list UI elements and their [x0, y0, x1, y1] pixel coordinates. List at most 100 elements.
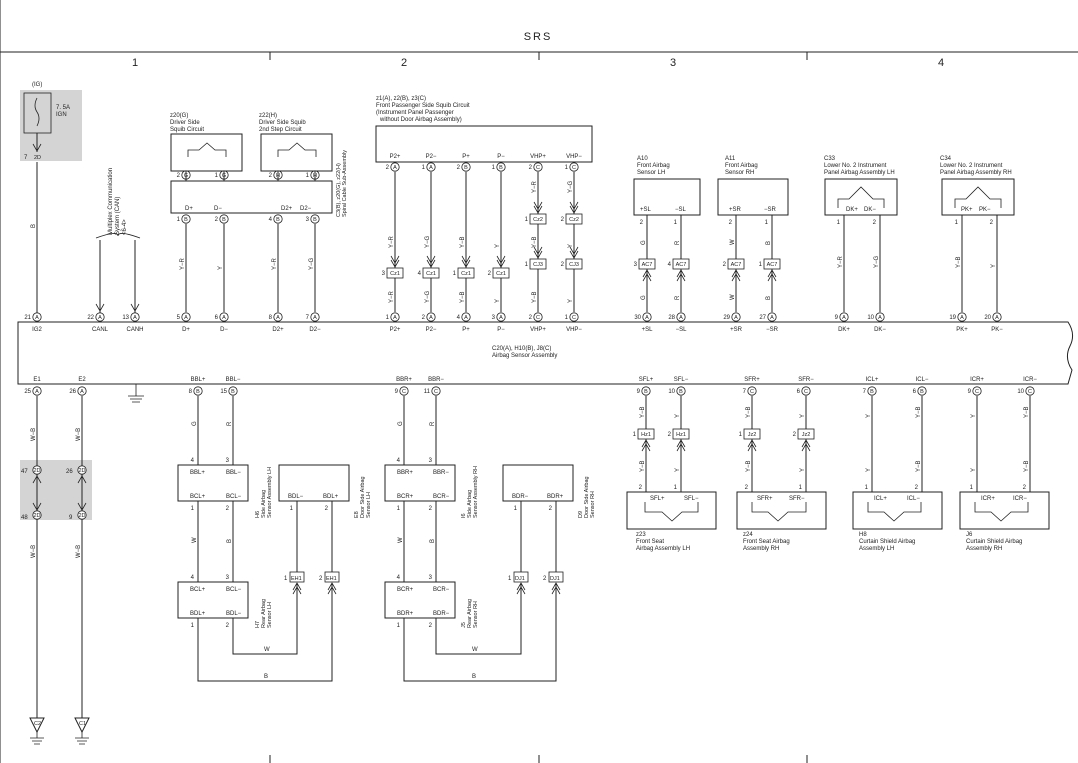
driver-squib-id: z20(G): [170, 113, 188, 119]
j5-pin-0: 4: [397, 575, 401, 581]
ecu-top-pin-13-letter: A: [645, 315, 649, 321]
ecu-top-pin-5-num: 8: [269, 315, 273, 321]
ecu-top-label-8: P2−: [426, 327, 437, 333]
ds-bot-pin-0-circle: [181, 214, 191, 224]
ecu-top-label-7: P2+: [390, 327, 401, 333]
ecu-bot-pin-8-circle: [747, 386, 757, 396]
spiral-in-d2-minus: D2−: [300, 206, 312, 212]
i6-name-2: Side Airbag: [467, 490, 473, 518]
column-label-4: 4: [938, 57, 944, 69]
j5-pin-1: 3: [429, 575, 433, 581]
mpx-brace: [95, 233, 141, 239]
ecu-top-pin-16-letter: A: [770, 315, 774, 321]
seat-rh-wire-0: Y−B: [746, 406, 752, 418]
driver-side-squib-2nd: z22(H) Driver Side Squib 2nd Step Circui…: [259, 113, 333, 172]
i6-pin-0: 4: [397, 458, 401, 464]
passenger-id: z1(A), z2(B), z3(C): [376, 96, 426, 102]
lower-lh-title-2: Panel Airbag Assembly LH: [824, 170, 895, 176]
ecu-top-pin-2-letter: A: [133, 315, 137, 321]
ds2-top-pin-1-num: 1: [306, 173, 310, 179]
j5-name-2: Rear Airbag: [467, 599, 473, 628]
seat-rh-id: z24: [743, 532, 753, 538]
sensor-lh-j-1-num: 4: [668, 262, 672, 268]
j5-bot-label-1: BDR+: [397, 611, 414, 617]
ecu-top-label-15: +SR: [730, 327, 743, 333]
h6-name-2: Side Airbag: [261, 490, 267, 518]
sensor-lh-j-0-num: 3: [634, 262, 638, 268]
lower-rh-wire-0: Y−B: [956, 256, 962, 268]
ecu-top-pin-13-circle: [642, 312, 652, 322]
lower-rh-pin-label-1: PK+: [961, 207, 973, 213]
sensor-rh-j-0-box: [727, 258, 745, 270]
sensor-rh-id: A11: [725, 156, 736, 162]
power-pin: 7: [24, 155, 28, 161]
seat-lh-j-0-num: 1: [633, 432, 637, 438]
ecu-bot-pin-5-letter: C: [434, 389, 438, 395]
ecu-top-pin-5-circle: [273, 312, 283, 322]
seat-lh-title-2: Airbag Assembly LH: [636, 546, 690, 552]
cz2-0-box: [529, 213, 547, 225]
ecu-bot-pin-10-letter: B: [870, 389, 874, 395]
sensor-rh-arrow-0: [731, 269, 741, 282]
seat-airbag-rh: SFR+ SFR− z24 Front Seat Airbag Assembly…: [736, 491, 827, 552]
cz1-2-label: Cz1: [461, 271, 471, 277]
seat-rh-j-0-box: [743, 428, 761, 440]
sensor-rh-wire-0: W: [730, 239, 736, 245]
seat-rh-j-1-label: Jz2: [802, 432, 811, 438]
side-sensors-rh: BBR+ BBR− BCR+ BCR− I6 Side Airbag Senso…: [384, 396, 596, 682]
ecu-top-pin-19-circle: [957, 312, 967, 322]
ground-label-c2: C2: [34, 721, 41, 727]
curtain-lh-wire2-0: Y: [866, 468, 872, 472]
sensor-lh-id: A10: [637, 156, 648, 162]
i6-pin-1: 3: [429, 458, 433, 464]
seat-lh-wire2-1: Y: [675, 468, 681, 472]
ecu-bot-label-7: SFL−: [674, 377, 689, 383]
left-wire-w: W: [192, 537, 198, 543]
left-wire-b: B: [227, 539, 233, 543]
ground-symbol-icon-2: [75, 732, 89, 745]
ps-wire-top-4: Y−R: [532, 180, 538, 193]
dj1-label-2: DJ1: [550, 576, 560, 582]
ecu-bot-pin-12-num: 9: [968, 389, 972, 395]
ecu-bot-label-10: ICL+: [866, 377, 879, 383]
connector-arrow-icon: [32, 143, 42, 152]
h6-pin-0: 4: [191, 458, 195, 464]
driver-side-squib: z20(G) Driver Side Squib Circuit: [170, 113, 243, 172]
seat-lh-wire-0: Y−B: [640, 406, 646, 418]
left-wire-r: R: [227, 421, 233, 426]
column-label-2: 2: [401, 57, 407, 69]
spiral-in-d-plus: D+: [185, 206, 193, 212]
ground-j1-0-letter: 2D: [33, 468, 40, 474]
cz1-3-num: 2: [488, 271, 492, 277]
ecu-bot-pin-10-circle: [867, 386, 877, 396]
sensor-rh-pin-label-1: +SR: [729, 207, 742, 213]
h6-pb-0: 1: [191, 506, 195, 512]
right-wire-w: W: [398, 537, 404, 543]
ground-j-arrow-icon-2: [77, 475, 87, 511]
lower-rh-pin-0: 1: [955, 220, 959, 226]
ecu-top-label-4: D−: [220, 327, 228, 333]
ecu-bot-label-13: ICR−: [1023, 377, 1037, 383]
ps-pin-0-circle: [390, 162, 400, 172]
ground-wire-4: W−B: [76, 545, 82, 558]
seat-rh-pin-1: 1: [799, 485, 803, 491]
ps-wire-bot-0: Y−R: [389, 290, 395, 303]
sensor-lh-pin-0: 2: [640, 220, 644, 226]
curtain-lh-title-2: Assembly LH: [859, 546, 894, 552]
seat-rh-wire2-0: Y−B: [746, 460, 752, 472]
ecu-top-pin-16-circle: [767, 312, 777, 322]
ecu-top-label-13: +SL: [642, 327, 654, 333]
lower-rh-title-2: Panel Airbag Assembly RH: [940, 170, 1012, 176]
curtain-lh-id: H8: [859, 532, 867, 538]
column-label-3: 3: [670, 57, 676, 69]
ds2-top-pin-0-num: 2: [269, 173, 273, 179]
sensor-lh-pin-label-1: +SL: [640, 207, 652, 213]
seat-lh-arrow-1: [676, 439, 686, 452]
ground-j2-0-circle: [32, 510, 42, 520]
ps-pin-4-num: 2: [529, 165, 533, 171]
ecu-bot-pin-8-letter: C: [750, 389, 754, 395]
seat-rh-label-1: SFR+: [757, 496, 773, 502]
seat-lh-pin-0: 2: [639, 485, 643, 491]
ecu-top-pin-12-letter: C: [572, 315, 576, 321]
